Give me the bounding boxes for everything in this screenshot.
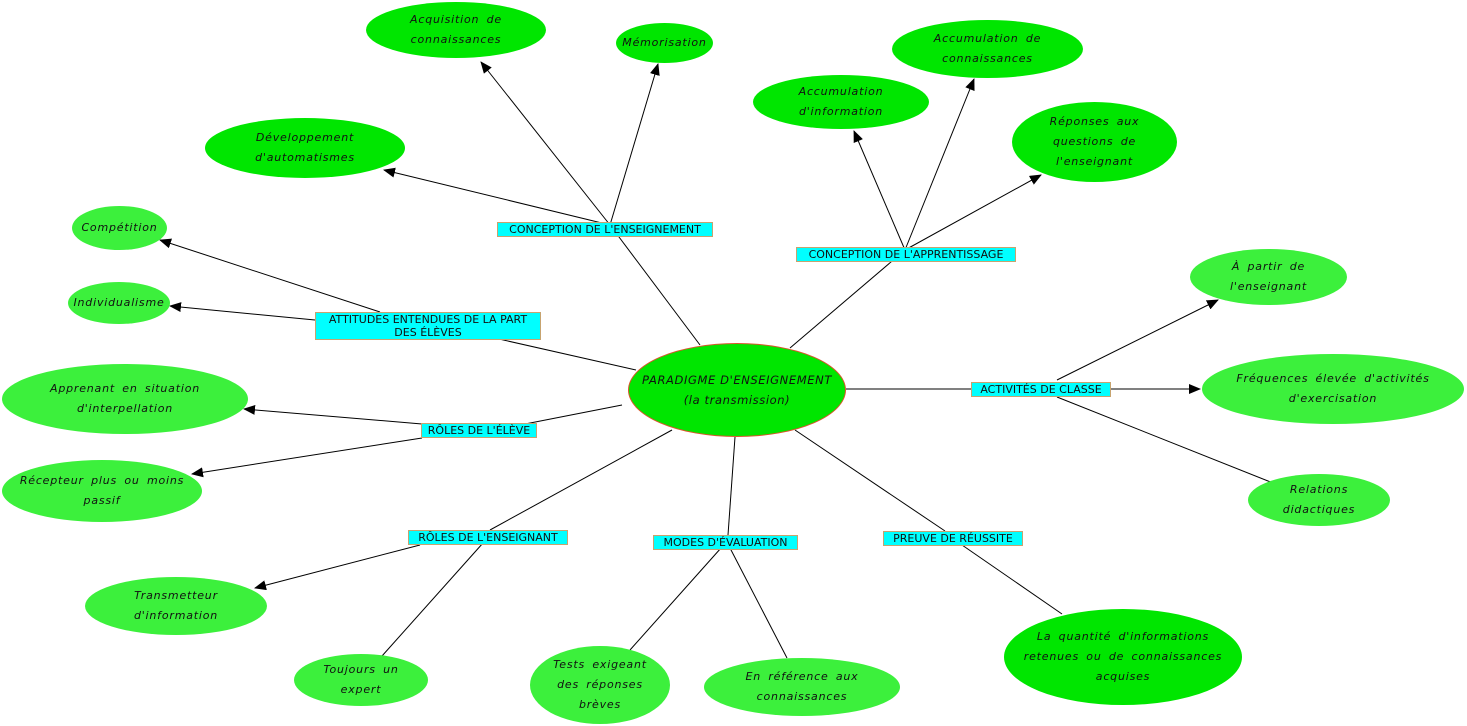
arrow-automatismes — [383, 167, 611, 226]
central-node: PARADIGME D'ENSEIGNEMENT (la transmissio… — [628, 343, 846, 437]
line-tests — [629, 547, 722, 651]
leaf-reference: En référence aux connaissances — [704, 658, 900, 716]
leaf-accum-information: Accumulation d'information — [753, 75, 929, 129]
leaf-frequences: Fréquences élevée d'activités d'exercisa… — [1202, 354, 1464, 424]
category-roles-eleve: RÔLES DE L'ÉLÈVE — [421, 423, 537, 438]
arrow-accum-information — [853, 130, 906, 251]
arrow-acquisition — [480, 61, 611, 226]
category-modes-evaluation: MODES D'ÉVALUATION — [653, 535, 798, 550]
leaf-apprenant: Apprenant en situation d'interpellation — [2, 364, 248, 434]
category-conception-enseignement: CONCEPTION DE L'ENSEIGNEMENT — [497, 222, 713, 237]
category-activites: ACTIVITÉS DE CLASSE — [971, 382, 1111, 397]
link-center-conception-enseignement — [609, 224, 701, 346]
link-center-roles-eleve — [519, 404, 623, 426]
leaf-tests: Tests exigeant des réponses brèves — [530, 646, 670, 724]
line-quantite — [961, 544, 1063, 615]
leaf-reponses: Réponses aux questions de l'enseignant — [1012, 102, 1177, 182]
leaf-relations: Relations didactiques — [1248, 474, 1390, 526]
leaf-individualisme: Individualisme — [68, 282, 170, 324]
link-center-conception-apprentissage — [789, 249, 906, 349]
leaf-recepteur: Récepteur plus ou moins passif — [2, 460, 202, 522]
arrow-recepteur — [191, 437, 423, 478]
leaf-transmetteur: Transmetteur d'information — [85, 577, 267, 635]
link-center-modes — [727, 436, 736, 536]
central-node-title: PARADIGME D'ENSEIGNEMENT — [642, 373, 832, 387]
leaf-automatismes: Développement d'automatismes — [205, 118, 405, 178]
link-center-preuve — [794, 429, 946, 532]
leaf-memorisation: Mémorisation — [616, 23, 713, 63]
arrow-reponses — [904, 174, 1042, 251]
line-expert — [381, 542, 484, 657]
leaf-accum-connaissances: Accumulation de connaissances — [892, 20, 1083, 78]
arrow-transmetteur — [254, 544, 421, 591]
link-center-roles-enseignant — [489, 429, 673, 531]
arrow-individualisme — [169, 302, 316, 321]
arrow-accum-connaissances — [904, 78, 975, 251]
arrow-a-partir — [1056, 299, 1219, 381]
category-attitudes: ATTITUDES ENTENDUES DE LA PART DES ÉLÈVE… — [315, 312, 541, 340]
arrow-competition — [159, 238, 381, 313]
leaf-competition: Compétition — [72, 206, 167, 250]
category-conception-apprentissage: CONCEPTION DE L'APPRENTISSAGE — [796, 247, 1016, 262]
leaf-acquisition: Acquisition de connaissances — [366, 2, 546, 58]
arrow-apprenant — [243, 404, 423, 425]
line-relations — [1056, 396, 1274, 484]
category-roles-enseignant: RÔLES DE L'ENSEIGNANT — [408, 530, 568, 545]
category-preuve-reussite: PREUVE DE RÉUSSITE — [883, 531, 1023, 546]
arrow-memorisation — [609, 63, 660, 226]
central-node-subtitle: (la transmission) — [683, 393, 791, 407]
link-center-attitudes — [489, 336, 637, 371]
leaf-expert: Toujours un expert — [294, 654, 428, 706]
line-reference — [729, 547, 788, 659]
leaf-quantite: La quantité d'informations retenues ou d… — [1004, 609, 1242, 705]
leaf-a-partir: À partir de l'enseignant — [1190, 249, 1347, 305]
